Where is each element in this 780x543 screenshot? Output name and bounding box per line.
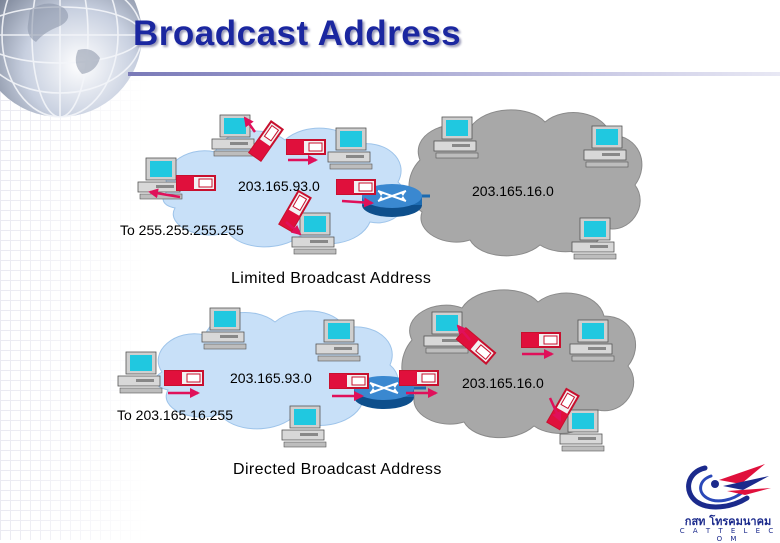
background-grid: [0, 80, 150, 540]
logo-subtitle: C A T T E L E C O M: [679, 527, 777, 543]
diagram-limited-broadcast: 203.165.93.0 203.165.16.0 To 255.255.255…: [120, 109, 643, 287]
broadcast-packet: [176, 175, 216, 191]
packet-arrow: [148, 188, 181, 199]
packet-arrow: [456, 324, 471, 341]
left-network-label: 203.165.93.0: [238, 178, 320, 194]
globe-icon: [0, 0, 143, 118]
title-divider: [128, 72, 780, 76]
cat-telecom-logo-icon: [686, 464, 771, 510]
right-network-label: 203.165.16.0: [472, 183, 554, 199]
right-network-label: 203.165.16.0: [462, 375, 544, 391]
diagram-caption: Directed Broadcast Address: [233, 461, 442, 478]
packet-arrow: [243, 116, 257, 133]
workstation-icon[interactable]: [117, 351, 163, 394]
diagram-directed-broadcast: 203.165.93.0 203.165.16.0 To 203.165.16.…: [117, 289, 637, 478]
destination-label: To 203.165.16.255: [117, 407, 233, 423]
broadcast-packet: [286, 139, 326, 155]
packet-arrow: [285, 221, 302, 236]
slide-title: Broadcast Address: [133, 14, 462, 53]
packet-arrow: [548, 397, 562, 422]
directed-packet: [164, 370, 204, 386]
directed-packet: [399, 370, 439, 386]
left-network-label: 203.165.93.0: [230, 370, 312, 386]
broadcast-packet: [521, 332, 561, 348]
logo-name: กสท โทรคมนาคม: [684, 515, 772, 528]
destination-label: To 255.255.255.255: [120, 222, 244, 238]
directed-packet: [329, 373, 369, 389]
packet-arrow: [341, 197, 374, 208]
diagram-caption: Limited Broadcast Address: [231, 270, 431, 287]
broadcast-packet: [336, 179, 376, 195]
